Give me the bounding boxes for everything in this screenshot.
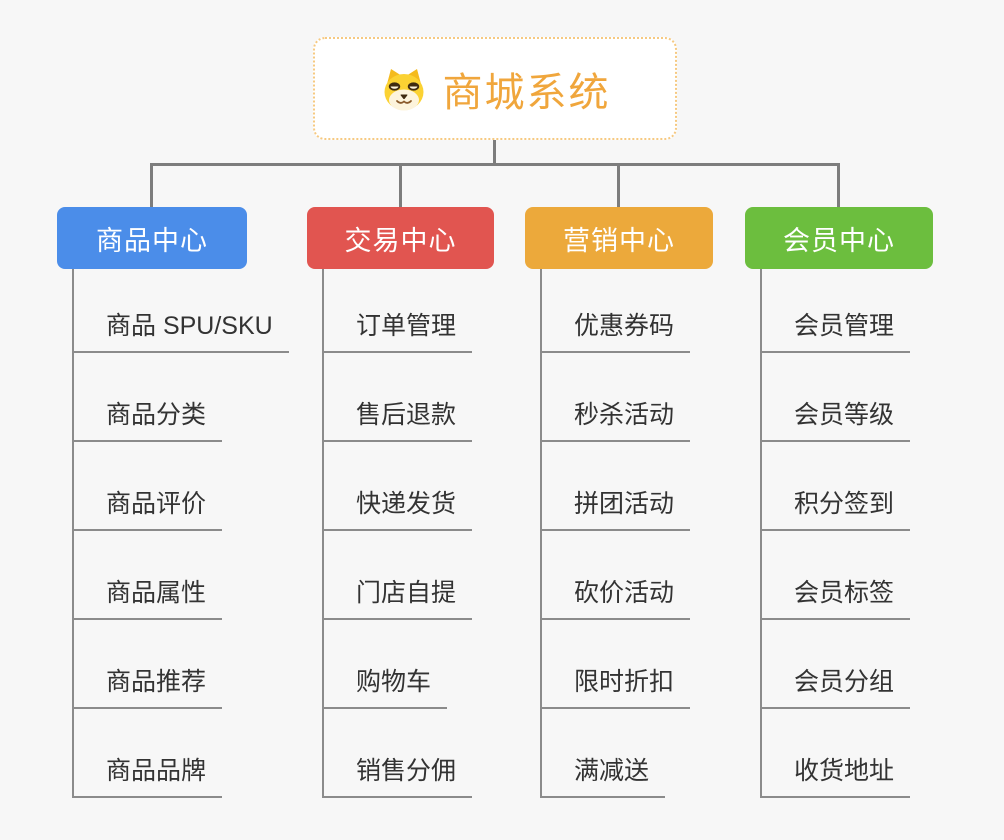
connector-bus [150,163,840,166]
leaf-node-product-recommend[interactable]: 商品推荐 [72,667,223,709]
leaf-node-spend-and-save[interactable]: 满减送 [540,756,666,798]
leaf-node-shopping-cart[interactable]: 购物车 [322,667,448,709]
leaf-node-aftersale-refund[interactable]: 售后退款 [322,400,473,442]
leaf-node-flash-sale[interactable]: 秒杀活动 [540,400,691,442]
connector-root-stub [493,140,496,164]
connector-drop-trade [399,163,402,208]
leaf-node-member-tag[interactable]: 会员标签 [760,578,911,620]
leaf-column-marketing: 优惠券码 秒杀活动 拼团活动 砍价活动 限时折扣 满减送 [540,269,782,798]
leaf-node-limited-time-discount[interactable]: 限时折扣 [540,667,691,709]
connector-drop-marketing [617,163,620,208]
leaf-column-product: 商品 SPU/SKU 商品分类 商品评价 商品属性 商品推荐 商品品牌 [72,269,314,798]
leaf-node-coupon-code[interactable]: 优惠券码 [540,311,691,353]
branch-node-product-center[interactable]: 商品中心 [57,207,247,269]
leaf-node-shipping-address[interactable]: 收货地址 [760,756,911,798]
leaf-column-trade: 订单管理 售后退款 快递发货 门店自提 购物车 销售分佣 [322,269,564,798]
branch-node-marketing-center[interactable]: 营销中心 [525,207,713,269]
connector-drop-product [150,163,153,208]
leaf-node-store-pickup[interactable]: 门店自提 [322,578,473,620]
leaf-node-member-group[interactable]: 会员分组 [760,667,911,709]
root-title: 商城系统 [442,70,611,115]
leaf-node-product-review[interactable]: 商品评价 [72,489,223,531]
leaf-node-group-buy[interactable]: 拼团活动 [540,489,691,531]
leaf-column-member: 会员管理 会员等级 积分签到 会员标签 会员分组 收货地址 [760,269,1002,798]
leaf-node-product-brand[interactable]: 商品品牌 [72,756,223,798]
leaf-node-member-management[interactable]: 会员管理 [760,311,911,353]
leaf-node-points-checkin[interactable]: 积分签到 [760,489,911,531]
leaf-node-bargain-activity[interactable]: 砍价活动 [540,578,691,620]
leaf-node-product-category[interactable]: 商品分类 [72,400,223,442]
branch-node-member-center[interactable]: 会员中心 [745,207,933,269]
leaf-node-order-management[interactable]: 订单管理 [322,311,473,353]
leaf-node-sales-commission[interactable]: 销售分佣 [322,756,473,798]
dog-face-icon [380,67,428,111]
leaf-node-member-level[interactable]: 会员等级 [760,400,911,442]
leaf-node-express-delivery[interactable]: 快递发货 [322,489,473,531]
leaf-node-product-spu-sku[interactable]: 商品 SPU/SKU [72,311,289,353]
root-node[interactable]: 商城系统 [313,37,677,140]
connector-drop-member [837,163,840,208]
branch-node-trade-center[interactable]: 交易中心 [307,207,494,269]
leaf-node-product-attribute[interactable]: 商品属性 [72,578,223,620]
